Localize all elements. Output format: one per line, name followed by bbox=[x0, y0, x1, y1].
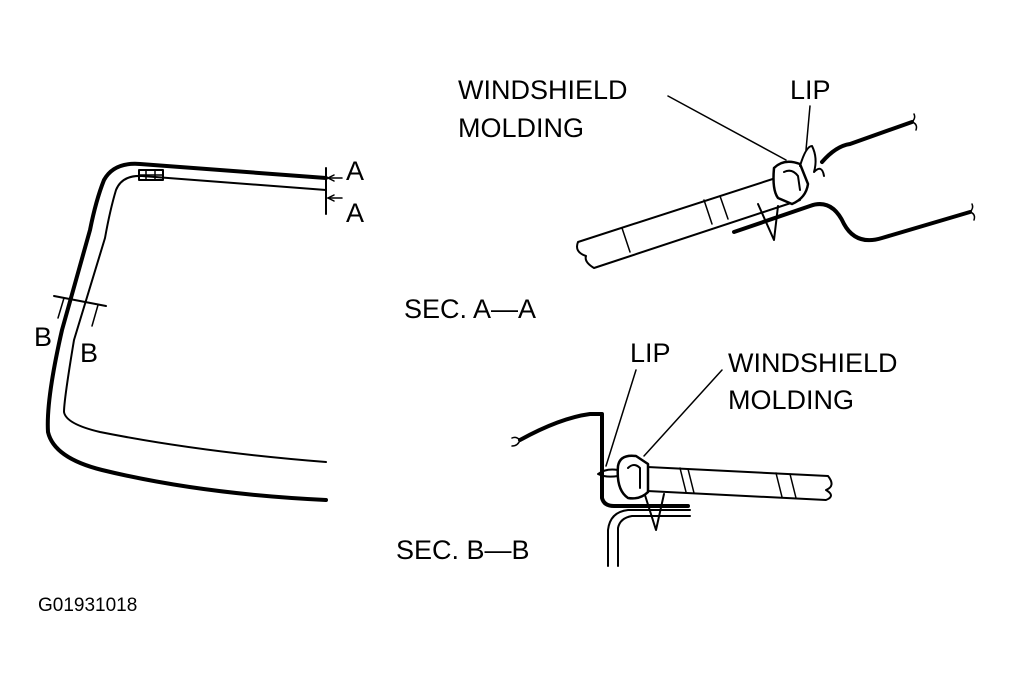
bb-glass-pane bbox=[627, 465, 833, 501]
aa-molding-label-line2: MOLDING bbox=[458, 113, 584, 143]
aa-molding bbox=[772, 160, 810, 206]
bb-pillar-inner bbox=[617, 515, 691, 567]
bb-glass-hatch bbox=[679, 467, 797, 499]
aa-lip bbox=[799, 145, 825, 177]
aa-lip-leader bbox=[805, 105, 811, 151]
figure-code: G01931018 bbox=[38, 595, 137, 616]
windshield-overview: A A B B bbox=[34, 156, 364, 502]
section-cut-a bbox=[325, 167, 343, 215]
aa-glass-pane bbox=[576, 175, 801, 269]
bb-molding-label-line2: MOLDING bbox=[728, 385, 854, 415]
section-a-label-bottom: A bbox=[346, 198, 364, 228]
section-cut-b bbox=[53, 295, 107, 327]
bb-lip-label: LIP bbox=[630, 338, 671, 368]
section-a-label-top: A bbox=[346, 156, 364, 186]
windshield-outer-molding bbox=[45, 161, 328, 502]
aa-section-caption: SEC. A—A bbox=[404, 294, 536, 324]
aa-molding-label-line1: WINDSHIELD bbox=[458, 75, 628, 105]
bb-section-caption: SEC. B—B bbox=[396, 535, 530, 565]
bb-molding-inner bbox=[627, 464, 641, 489]
section-bb-detail: LIP WINDSHIELD MOLDING SEC. B—B bbox=[396, 338, 898, 567]
aa-molding-leader bbox=[667, 95, 787, 161]
bb-lip bbox=[597, 468, 619, 478]
aa-flange bbox=[732, 202, 972, 243]
section-aa-detail: WINDSHIELD MOLDING LIP SEC. A—A bbox=[404, 75, 976, 324]
bb-adhesive bbox=[643, 491, 665, 531]
bb-lip-leader bbox=[605, 369, 637, 467]
bb-pillar bbox=[607, 509, 691, 567]
bb-molding-label-line1: WINDSHIELD bbox=[728, 348, 898, 378]
section-b-label-left: B bbox=[34, 322, 52, 352]
aa-lip-label: LIP bbox=[790, 75, 831, 105]
aa-roof-end bbox=[911, 113, 918, 131]
aa-adhesive bbox=[757, 203, 779, 241]
aa-roof-panel bbox=[820, 120, 914, 164]
bb-molding-leader bbox=[643, 369, 723, 457]
bb-body-end bbox=[511, 436, 521, 447]
aa-molding-inner bbox=[783, 169, 801, 191]
bb-body-panel bbox=[518, 412, 690, 508]
bb-molding bbox=[616, 454, 650, 500]
aa-glass-hatch bbox=[621, 195, 729, 253]
section-b-label-right: B bbox=[80, 338, 98, 368]
mirror-mount bbox=[138, 169, 164, 181]
windshield-glass-edge bbox=[63, 174, 327, 463]
aa-flange-end bbox=[969, 203, 976, 221]
